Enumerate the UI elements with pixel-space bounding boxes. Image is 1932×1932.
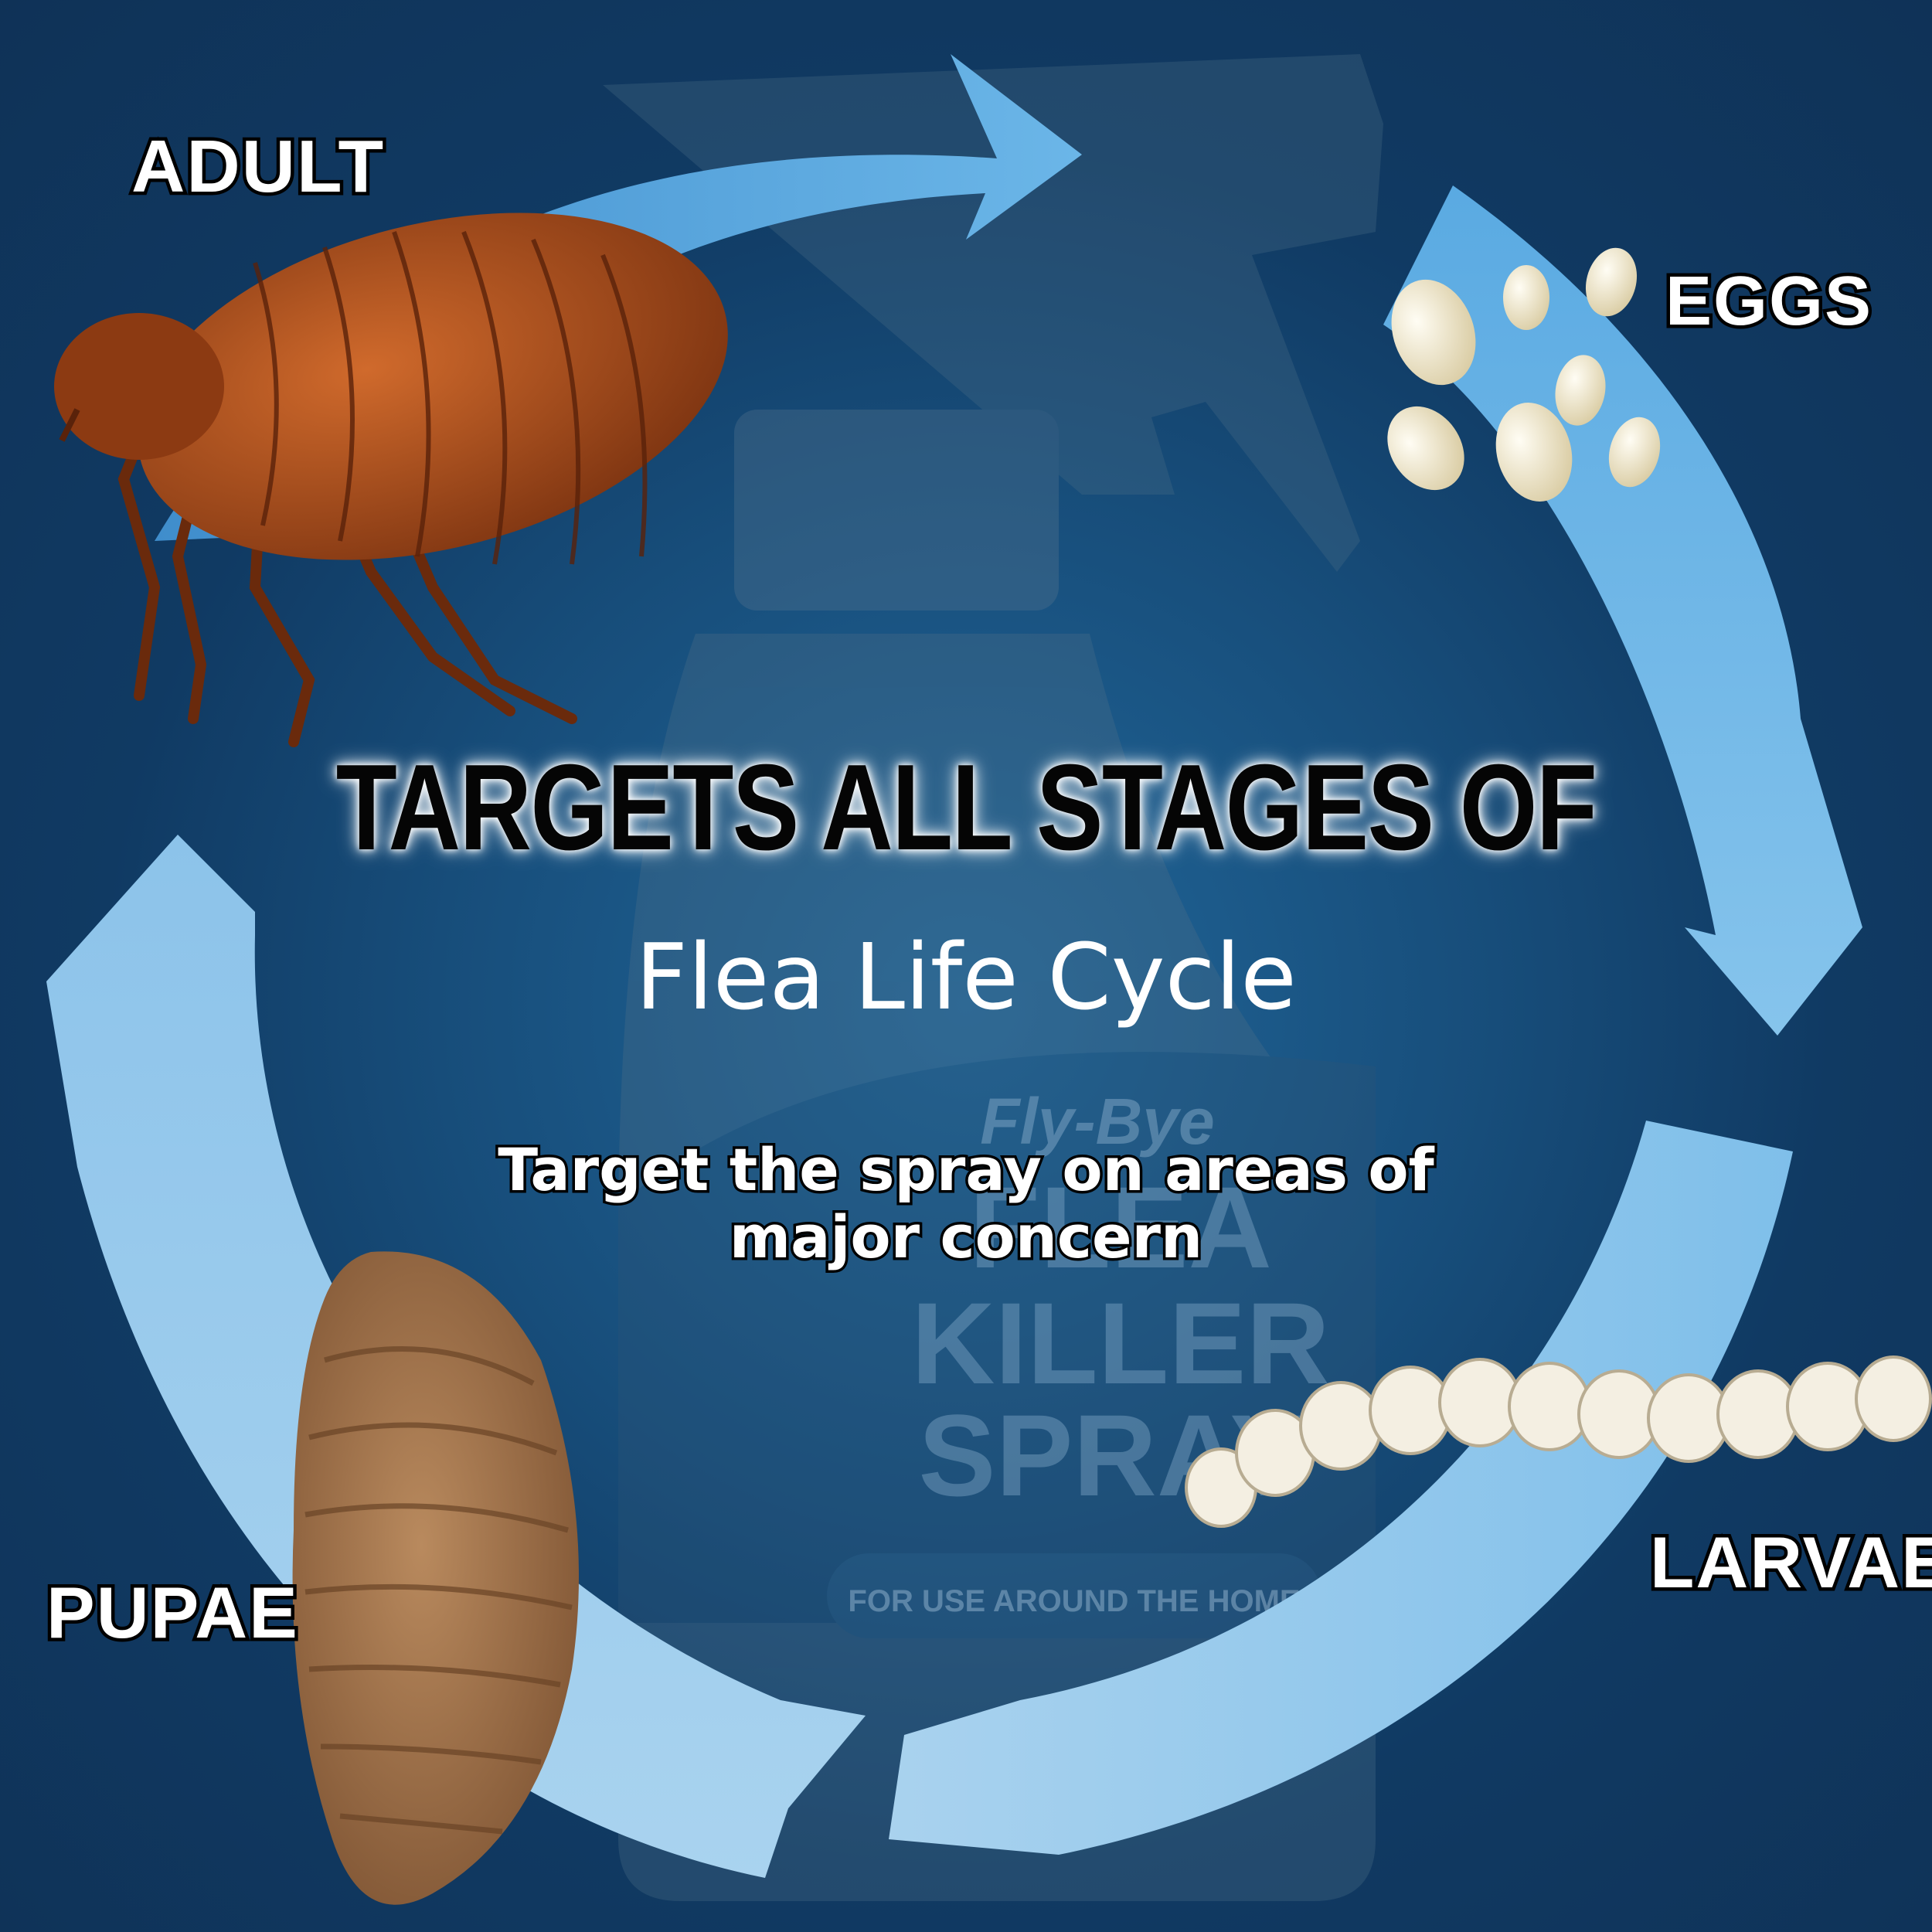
- subtitle: Flea Life Cycle: [635, 923, 1297, 1030]
- bottle-label-text: Fly-Bye FLEA KILLER SPRAY FOR USE AROUND…: [848, 1085, 1329, 1618]
- tagline: Target the spray on areas of major conce…: [495, 1133, 1437, 1274]
- stage-label-eggs: EGGS: [1662, 263, 1874, 340]
- bottle-line-2: KILLER: [911, 1278, 1330, 1408]
- larva-illustration: [1185, 1355, 1932, 1528]
- bottle-brand: Fly-Bye: [980, 1085, 1214, 1158]
- stage-label-pupae: PUPAE: [43, 1572, 301, 1653]
- adult-flea-illustration: [54, 213, 728, 747]
- bottle-band-text: FOR USE AROUND THE HOME: [848, 1584, 1300, 1618]
- arrow-left: [46, 835, 866, 1878]
- headline: TARGETS ALL STAGES OF: [335, 740, 1597, 876]
- pupa-illustration: [292, 1251, 579, 1905]
- stage-label-larvae: LARVAE: [1647, 1522, 1932, 1603]
- arrow-right: [1383, 185, 1862, 1036]
- stage-label-adult: ADULT: [128, 125, 386, 208]
- eggs-illustration: [1387, 247, 1661, 502]
- arrow-bottom: [889, 1121, 1793, 1855]
- bottle-line-1: FLEA: [969, 1162, 1272, 1292]
